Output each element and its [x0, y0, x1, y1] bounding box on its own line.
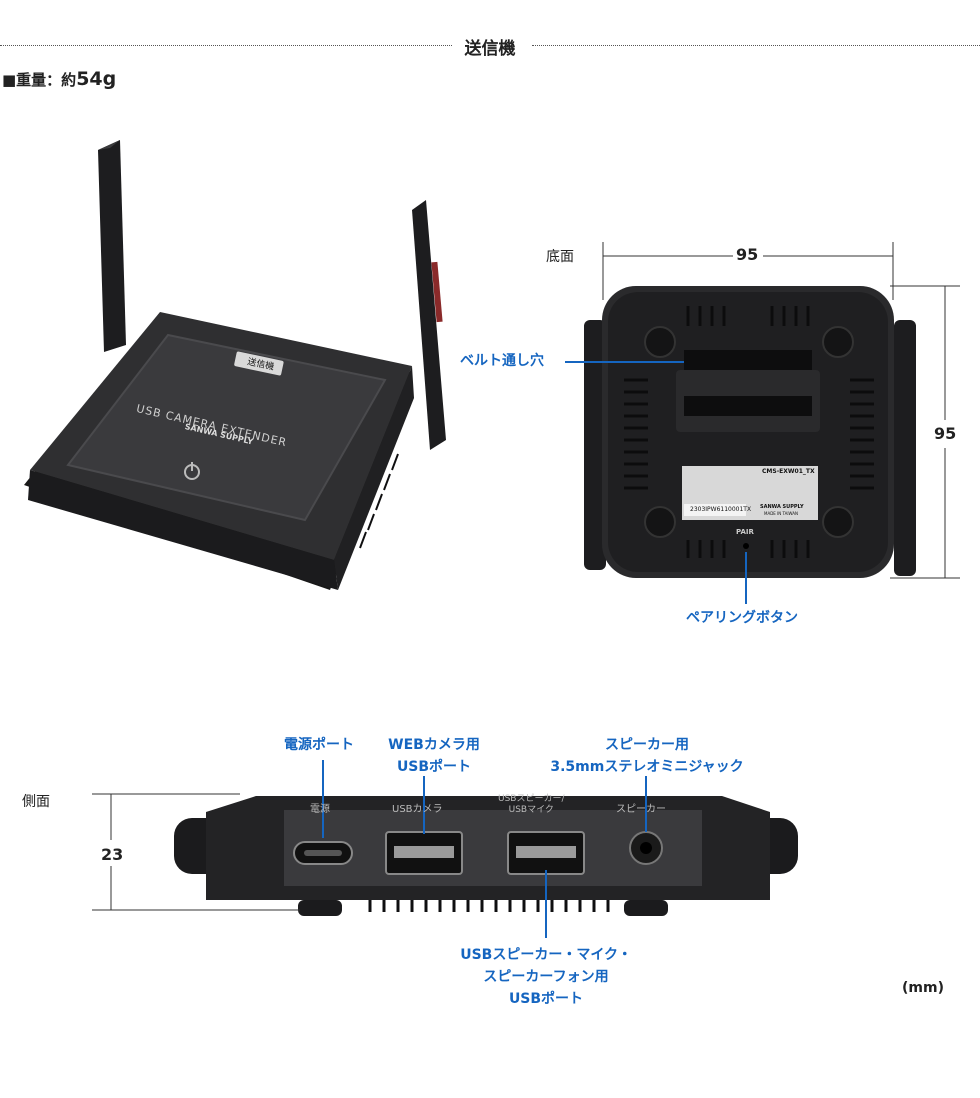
print-power: 電源 — [310, 804, 330, 815]
power-port-label: 電源ポート — [284, 737, 354, 753]
usb-speaker-line3: USBポート — [508, 991, 584, 1007]
speaker-jack-line1: スピーカー用 — [605, 737, 689, 753]
side-view-label: 側面 — [22, 794, 50, 810]
bottom-callouts — [565, 361, 747, 604]
bottom-view-label: 底面 — [546, 249, 574, 265]
device-label-brand: SANWA SUPPLY — [760, 504, 804, 510]
webcam-port-label: WEBカメラ用 USBポート — [374, 734, 494, 778]
usb-speaker-port-label: USBスピーカー・マイク・ スピーカーフォン用 USBポート — [456, 944, 636, 1010]
belt-hole-label: ベルト通し穴 — [460, 353, 544, 369]
page-title: 送信機 — [0, 34, 980, 59]
print-usb-speaker: USBスピーカー/ USBマイク — [498, 794, 565, 816]
weight-value: 54g — [76, 68, 117, 90]
usb-speaker-line2: スピーカーフォン用 — [483, 969, 609, 985]
usb-speaker-line1: USBスピーカー・マイク・ — [460, 947, 632, 963]
title-rule-right — [532, 45, 980, 46]
title-rule-left — [0, 45, 452, 46]
print-usb-speaker-line2: USBマイク — [508, 805, 554, 815]
side-height-dimension: 23 — [101, 845, 124, 864]
print-usb-camera: USBカメラ — [392, 804, 443, 815]
side-dimensions — [92, 793, 300, 911]
bottom-view-image — [584, 286, 916, 578]
webcam-port-line1: WEBカメラ用 — [388, 737, 480, 753]
pairing-button-label: ペアリングボタン — [686, 610, 798, 626]
bottom-depth-dimension: 95 — [934, 424, 957, 443]
print-speaker: スピーカー — [616, 804, 666, 815]
side-callouts — [322, 760, 647, 938]
speaker-jack-label: スピーカー用 3.5mmステレオミニジャック — [536, 734, 758, 778]
print-usb-speaker-line1: USBスピーカー/ — [498, 794, 565, 804]
product-image — [24, 140, 446, 590]
side-view-image — [174, 796, 798, 916]
weight-spec: ■重量：約54g — [2, 68, 116, 90]
device-label-model: CMS-EXW01_TX — [762, 468, 815, 475]
bottom-width-dimension: 95 — [736, 245, 759, 264]
webcam-port-line2: USBポート — [396, 759, 472, 775]
weight-label: ■重量：約 — [2, 71, 77, 89]
device-label-serial: 2303IPW6110001TX — [690, 506, 752, 513]
device-label-made: MADE IN TAIWAN — [764, 511, 799, 516]
bottom-dimensions — [602, 242, 960, 579]
pair-mark: PAIR — [736, 528, 754, 536]
speaker-jack-line2: 3.5mmステレオミニジャック — [550, 759, 744, 775]
unit-label: (mm) — [902, 980, 944, 996]
